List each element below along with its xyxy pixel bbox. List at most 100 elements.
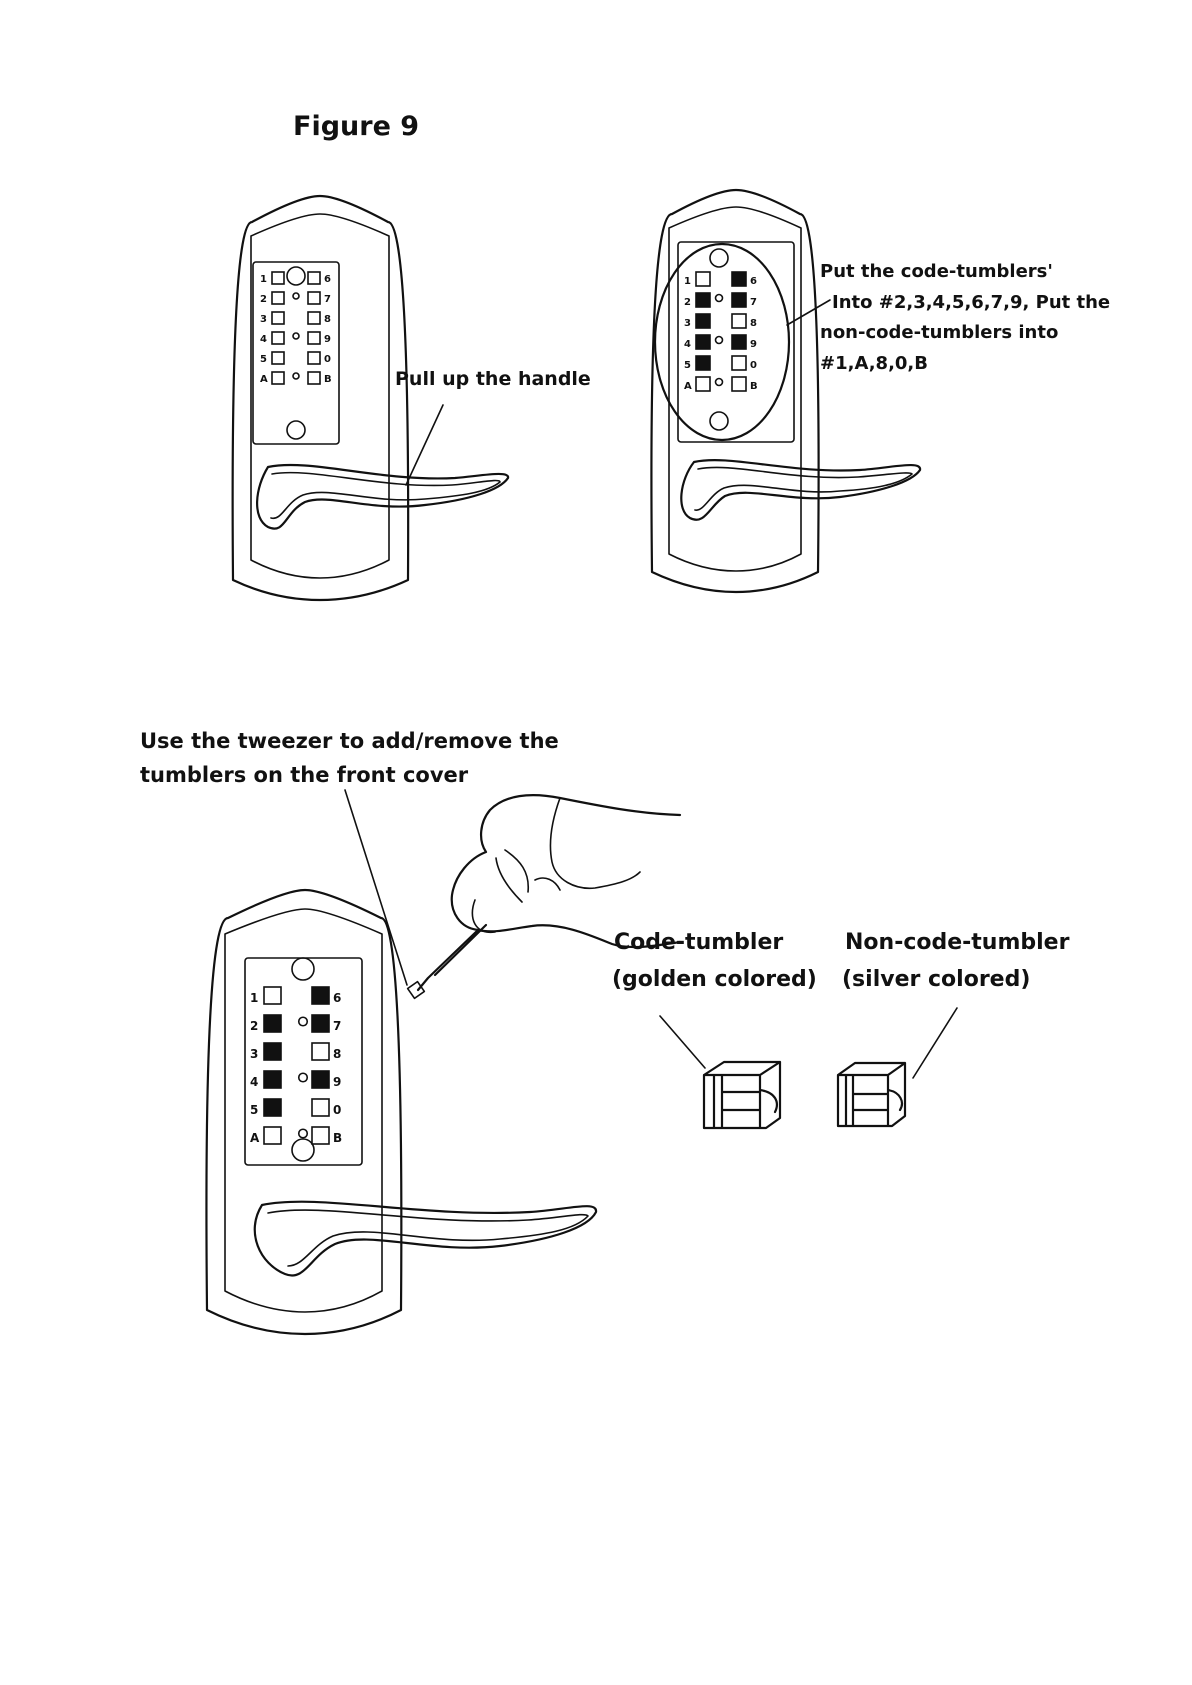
tweezer-line1: Use the tweezer to add/remove the bbox=[140, 729, 559, 753]
keypad-dot bbox=[292, 292, 300, 300]
key-label-1: 1 bbox=[260, 274, 267, 285]
tumbler-slot-1 bbox=[271, 271, 285, 285]
code-tumbler-slot-2 bbox=[263, 1014, 282, 1033]
code-tumbler-subtitle: (golden colored) bbox=[612, 967, 817, 992]
keypad-dot bbox=[297, 1072, 309, 1083]
tweezer-line2: tumblers on the front cover bbox=[140, 763, 469, 787]
keypad-top-screw bbox=[709, 248, 729, 268]
tweezer-shaft bbox=[416, 923, 488, 992]
code-tumbler-slot-6 bbox=[731, 271, 747, 287]
lever-handle-inner bbox=[694, 466, 913, 511]
code-tumbler-slot-2 bbox=[695, 292, 711, 308]
tumbler-slot-9 bbox=[307, 331, 321, 345]
code-tumbler-slot-3 bbox=[263, 1042, 282, 1061]
code-tumbler-icon bbox=[702, 1060, 782, 1130]
key-label-6: 6 bbox=[333, 991, 341, 1005]
code-tumblers-line4: #1,A,8,0,B bbox=[820, 353, 928, 374]
hand-holding-tweezer-icon bbox=[406, 794, 682, 1000]
code-tumbler-slot-9 bbox=[311, 1070, 330, 1089]
keypad-dot bbox=[714, 377, 724, 387]
lever-handle-inner bbox=[267, 1209, 589, 1267]
keypad-panel bbox=[677, 241, 795, 443]
noncode-tumbler-subtitle: (silver colored) bbox=[842, 967, 1030, 992]
tumbler-slot-6 bbox=[307, 271, 321, 285]
figure-title: Figure 9 bbox=[293, 111, 419, 142]
keypad-bottom-screw bbox=[709, 411, 729, 431]
key-label-A: A bbox=[684, 381, 692, 392]
noncode-tumbler-arrow bbox=[912, 1007, 958, 1079]
tumbler-slot-0 bbox=[307, 351, 321, 365]
pull-handle-label: Pull up the handle bbox=[395, 368, 591, 390]
lever-handle-inner bbox=[270, 471, 501, 519]
tumbler-slot-0 bbox=[311, 1098, 330, 1117]
lever-handle bbox=[253, 1200, 598, 1277]
keypad-dot bbox=[714, 335, 724, 345]
key-label-7: 7 bbox=[750, 297, 757, 308]
key-label-8: 8 bbox=[333, 1047, 341, 1061]
key-label-B: B bbox=[324, 374, 332, 385]
tumbler-slot-5 bbox=[271, 351, 285, 365]
key-label-A: A bbox=[250, 1131, 260, 1145]
code-tumbler-slot-5 bbox=[263, 1098, 282, 1117]
code-tumbler-slot-7 bbox=[731, 292, 747, 308]
lever-handle bbox=[680, 459, 922, 521]
pull-handle-callout: Pull up the handle bbox=[395, 368, 591, 486]
code-tumbler-slot-3 bbox=[695, 313, 711, 329]
lock-inner-bevel bbox=[668, 206, 802, 572]
tumbler-slot-3 bbox=[271, 311, 285, 325]
tumbler-slot-8 bbox=[311, 1042, 330, 1061]
tumbler-slot-B bbox=[307, 371, 321, 385]
key-label-4: 4 bbox=[684, 339, 691, 350]
lock-outer-plate bbox=[231, 194, 410, 602]
keypad-dot bbox=[297, 1128, 309, 1139]
tumbler-slot-7 bbox=[307, 291, 321, 305]
key-label-2: 2 bbox=[684, 297, 691, 308]
keypad-top-screw bbox=[286, 266, 306, 286]
highlight-ellipse bbox=[653, 242, 791, 442]
tweezer-callout: Use the tweezer to add/remove the tumble… bbox=[140, 729, 559, 986]
key-label-8: 8 bbox=[324, 314, 331, 325]
pull-handle-arrow bbox=[405, 404, 444, 486]
keypad-bottom-screw bbox=[286, 420, 306, 440]
key-label-B: B bbox=[333, 1131, 342, 1145]
tweezer-tip-tumbler bbox=[406, 980, 426, 1000]
key-label-B: B bbox=[750, 381, 758, 392]
key-label-1: 1 bbox=[684, 276, 691, 287]
lock-outer-plate bbox=[205, 888, 403, 1336]
code-tumblers-arrow bbox=[786, 299, 831, 326]
tumbler-slot-A bbox=[271, 371, 285, 385]
key-label-3: 3 bbox=[684, 318, 691, 329]
lock-inner-bevel bbox=[250, 213, 390, 579]
keypad-dot bbox=[292, 372, 300, 380]
code-tumblers-callout: Put the code-tumblers' Into #2,3,4,5,6,7… bbox=[786, 261, 1110, 374]
keypad-top-screw bbox=[291, 957, 315, 981]
code-tumbler-arrow bbox=[659, 1015, 706, 1069]
key-label-0: 0 bbox=[750, 360, 757, 371]
code-tumblers-line1: Put the code-tumblers' bbox=[820, 261, 1053, 282]
code-tumbler-slot-9 bbox=[731, 334, 747, 350]
key-label-2: 2 bbox=[250, 1019, 258, 1033]
key-label-0: 0 bbox=[333, 1103, 341, 1117]
hand-fingers bbox=[471, 849, 561, 934]
key-label-2: 2 bbox=[260, 294, 267, 305]
tumbler-slot-B bbox=[311, 1126, 330, 1145]
tumbler-types: Code-tumbler (golden colored) Non-code-t… bbox=[612, 930, 1070, 1130]
key-label-5: 5 bbox=[684, 360, 691, 371]
tumbler-slot-0 bbox=[731, 355, 747, 371]
key-label-8: 8 bbox=[750, 318, 757, 329]
hand-thumb bbox=[549, 797, 641, 889]
key-label-4: 4 bbox=[260, 334, 267, 345]
tumbler-slot-2 bbox=[271, 291, 285, 305]
tumbler-slot-B bbox=[731, 376, 747, 392]
code-tumbler-slot-4 bbox=[263, 1070, 282, 1089]
keypad-dot bbox=[714, 293, 724, 303]
